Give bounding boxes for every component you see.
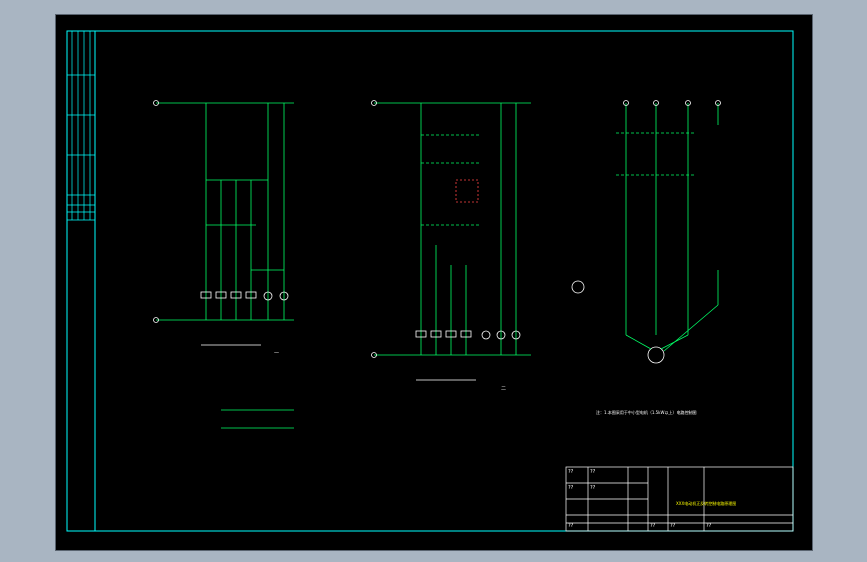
title-cell-5: ?? (568, 523, 574, 529)
panel-1-label: 一 (274, 351, 280, 357)
title-block (565, 466, 794, 532)
motor-circuit (571, 100, 721, 364)
margin-strip (67, 31, 95, 221)
title-cell-1: ?? (568, 469, 574, 475)
title-cell-4: ?? (590, 485, 596, 491)
cad-viewport[interactable]: 一 二 注：1.本图采用于中小型电机（1.5kW以上）电路控制图 XXX电动机正… (55, 14, 813, 551)
circuit-2 (371, 100, 531, 381)
title-cell-6: ?? (650, 523, 656, 529)
outer-frame (66, 30, 794, 532)
title-cell-7: ?? (670, 523, 676, 529)
title-cell-2: ?? (590, 469, 596, 475)
title-cell-8: ?? (706, 523, 712, 529)
circuit-1 (153, 100, 294, 346)
title-block-title: XXX电动机正反转控制电路原理图 (676, 501, 737, 506)
drawing-canvas (66, 30, 794, 532)
inner-frame (94, 30, 794, 532)
switch-circuit (221, 409, 294, 429)
title-cell-3: ?? (568, 485, 574, 491)
panel-2-label: 二 (501, 386, 507, 392)
note-text: 注：1.本图采用于中小型电机（1.5kW以上）电路控制图 (596, 410, 697, 415)
